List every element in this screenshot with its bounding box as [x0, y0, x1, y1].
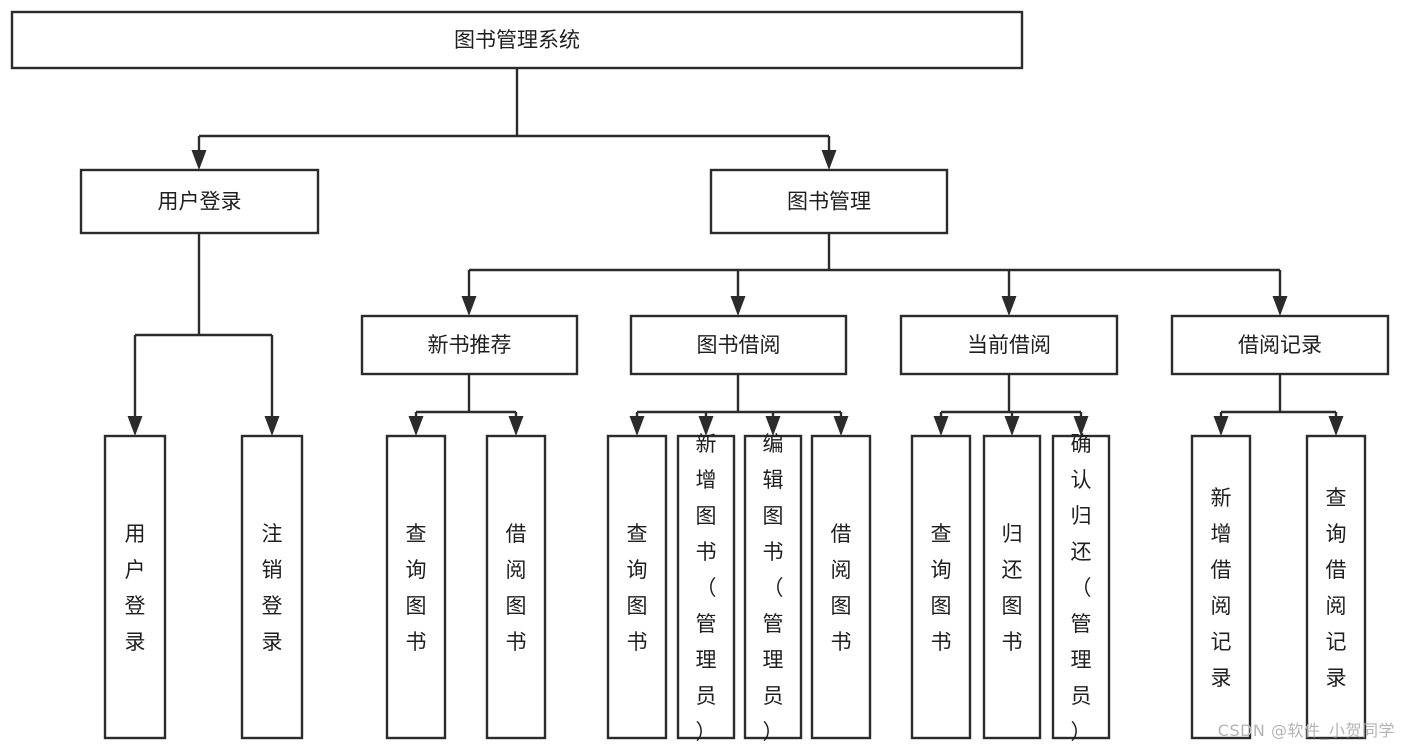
node-leaf-user-login[interactable]: 用户登录 [103, 434, 167, 740]
bus-records [1221, 374, 1336, 414]
arrow-records [1272, 270, 1288, 316]
arrow-leaf-user-logout [264, 335, 280, 436]
arrow-leaf-re-query [1328, 412, 1344, 436]
arrow-leaf-bo-add [698, 412, 714, 436]
connector-layer [127, 68, 1344, 436]
node-label: 注销登录 [262, 522, 283, 654]
node-leaf-nb-query[interactable]: 查询图书 [385, 434, 447, 740]
node-leaf-bo-add[interactable]: 新增图书（管理员） [676, 432, 736, 744]
csdn-watermark: CSDN @软件_小贺同学 [1217, 721, 1395, 740]
node-current[interactable]: 当前借阅 [899, 314, 1119, 376]
node-label: 借阅图书 [506, 522, 527, 654]
node-leaf-nb-borrow[interactable]: 借阅图书 [485, 434, 547, 740]
node-leaf-bo-query[interactable]: 查询图书 [606, 434, 668, 740]
arrow-leaf-cu-return [1004, 412, 1020, 436]
bus-current [941, 374, 1081, 414]
node-label: 确认归还（管理员） [1071, 432, 1092, 744]
arrow-leaf-bo-query [629, 412, 645, 436]
node-label: 归还图书 [1002, 522, 1023, 654]
node-leaf-bo-borrow[interactable]: 借阅图书 [810, 434, 872, 740]
node-label: 新书推荐 [428, 333, 512, 357]
node-label: 查询图书 [406, 522, 427, 654]
node-layer: 图书管理系统用户登录图书管理新书推荐图书借阅当前借阅借阅记录用户登录注销登录查询… [10, 10, 1390, 744]
node-label: 借阅图书 [831, 522, 852, 654]
node-leaf-re-add[interactable]: 新增借阅记录 [1190, 434, 1252, 740]
node-login[interactable]: 用户登录 [79, 168, 320, 235]
node-label: 新增借阅记录 [1211, 486, 1232, 690]
node-label: 图书管理系统 [454, 28, 580, 52]
node-label: 图书借阅 [697, 333, 781, 357]
node-label: 查询借阅记录 [1326, 486, 1347, 690]
bus-root [199, 68, 829, 138]
arrow-leaf-nb-query [408, 412, 424, 436]
node-leaf-user-logout[interactable]: 注销登录 [240, 434, 304, 740]
node-leaf-cu-confirm[interactable]: 确认归还（管理员） [1051, 432, 1111, 744]
node-leaf-re-query[interactable]: 查询借阅记录 [1305, 434, 1367, 740]
node-bookmgmt[interactable]: 图书管理 [709, 168, 949, 235]
node-label: 查询图书 [931, 522, 952, 654]
arrow-login [191, 136, 207, 170]
bus-borrow [637, 374, 841, 414]
node-label: 图书管理 [787, 190, 871, 214]
arrow-newbook [461, 270, 477, 316]
arrow-bookmgmt [821, 136, 837, 170]
arrow-leaf-nb-borrow [508, 412, 524, 436]
node-label: 借阅记录 [1238, 333, 1322, 357]
node-label: 用户登录 [125, 522, 146, 654]
node-label: 查询图书 [627, 522, 648, 654]
arrow-leaf-user-login [127, 335, 143, 436]
node-records[interactable]: 借阅记录 [1170, 314, 1390, 376]
node-leaf-cu-return[interactable]: 归还图书 [982, 434, 1042, 740]
bus-newbook [416, 374, 516, 414]
node-borrow[interactable]: 图书借阅 [629, 314, 848, 376]
arrow-leaf-re-add [1213, 412, 1229, 436]
arrow-borrow [730, 270, 746, 316]
node-root[interactable]: 图书管理系统 [10, 10, 1024, 70]
node-leaf-bo-edit[interactable]: 编辑图书（管理员） [743, 432, 803, 744]
arrow-leaf-bo-borrow [833, 412, 849, 436]
node-label: 当前借阅 [967, 333, 1051, 357]
arrow-current [1001, 270, 1017, 316]
arrow-leaf-bo-edit [765, 412, 781, 436]
node-label: 编辑图书（管理员） [763, 432, 784, 744]
bus-login [135, 233, 272, 337]
bus-bookmgmt [469, 233, 1280, 272]
node-newbook[interactable]: 新书推荐 [360, 314, 579, 376]
arrow-leaf-cu-confirm [1073, 412, 1089, 436]
node-label: 新增图书（管理员） [696, 432, 717, 744]
node-label: 用户登录 [158, 190, 242, 214]
node-leaf-cu-query[interactable]: 查询图书 [910, 434, 972, 740]
arrow-leaf-cu-query [933, 412, 949, 436]
